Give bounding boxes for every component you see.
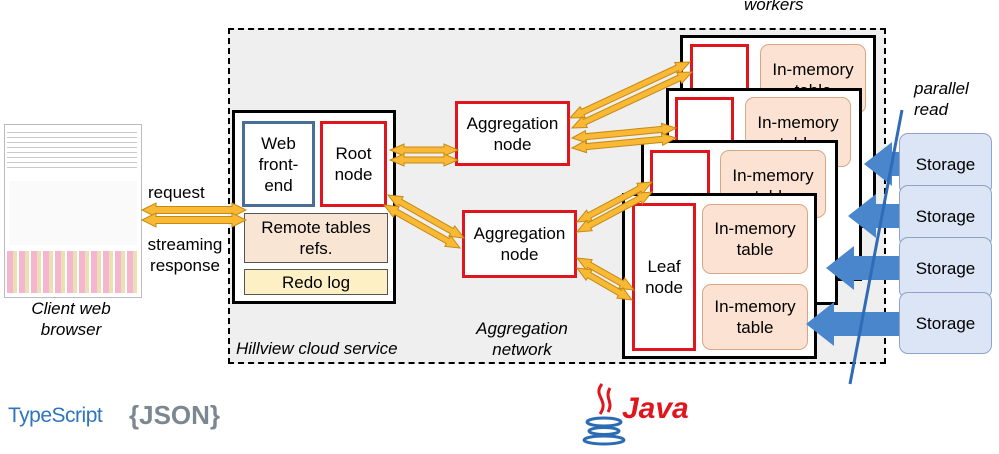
leaf-node-label: Leaf node (645, 257, 683, 297)
aggregation-node-bottom: Aggregation node (462, 210, 577, 278)
storage-read-arrow (826, 246, 902, 290)
storage-box: Storage (899, 292, 992, 354)
client-caption: Client web browser (31, 299, 111, 339)
aggregation-worker-arrow (575, 181, 654, 223)
client-root-arrow (140, 212, 248, 228)
remote-tables-label: Remote tables refs. (261, 218, 371, 258)
remote-tables-box: Remote tables refs. (244, 213, 388, 263)
storage-label: Storage (915, 206, 976, 226)
aggregation-network-label: Aggregation network (476, 319, 568, 359)
client-root-arrow (140, 202, 248, 218)
web-frontend-box: Web front-end (242, 121, 315, 207)
storage-box: Storage (899, 133, 992, 195)
memory-table-front-bottom: In-memory table (702, 284, 808, 350)
root-aggregation-arrow (388, 153, 460, 167)
aggregation-node-label: Aggregation node (466, 113, 559, 154)
memory-table-front-top: In-memory table (702, 204, 808, 274)
root-node-label: Root node (334, 144, 373, 184)
streaming-response-label: streaming response (147, 235, 223, 275)
workers-label: workers (744, 0, 804, 14)
storage-box: Storage (899, 185, 992, 247)
typescript-logo: TypeScript (8, 404, 103, 427)
java-cup-icon (582, 383, 626, 446)
aggregation-worker-arrow (570, 71, 694, 129)
aggregation-worker-arrow (568, 61, 692, 119)
storage-box: Storage (899, 237, 992, 299)
storage-label: Storage (915, 154, 976, 174)
aggregation-worker-arrow (575, 267, 634, 301)
json-logo: {JSON} (129, 400, 221, 430)
parallel-read-line (848, 109, 904, 385)
aggregation-worker-arrow (575, 257, 636, 291)
storage-read-arrow (864, 142, 902, 186)
java-logo: Java (580, 378, 700, 448)
storage-label: Storage (915, 313, 976, 333)
aggregation-worker-arrow (570, 132, 678, 154)
redo-log-label: Redo log (281, 272, 351, 292)
aggregation-worker-arrow (575, 191, 654, 233)
web-frontend-label: Web front-end (258, 133, 299, 195)
root-aggregation-arrow (386, 194, 466, 239)
request-label: request (148, 183, 205, 202)
parallel-read-label: parallel read (914, 79, 969, 119)
aggregation-node-top: Aggregation node (455, 101, 570, 166)
client-browser-thumbnail (4, 124, 142, 298)
memory-table-label: In-memory table (714, 297, 796, 337)
root-node-box: Root node (320, 121, 387, 207)
root-aggregation-arrow (388, 143, 460, 157)
cloud-service-label: Hillview cloud service (236, 339, 398, 358)
java-wordmark: Java (622, 392, 689, 425)
memory-table-label: In-memory table (714, 219, 796, 259)
leaf-node-box: Leaf node (632, 203, 696, 351)
aggregation-worker-arrow (570, 122, 678, 144)
redo-log-box: Redo log (244, 269, 388, 295)
storage-read-arrow (848, 194, 902, 238)
storage-label: Storage (915, 258, 976, 278)
root-aggregation-arrow (382, 204, 462, 249)
aggregation-node-label: Aggregation node (473, 224, 566, 264)
storage-read-arrow (806, 302, 902, 346)
